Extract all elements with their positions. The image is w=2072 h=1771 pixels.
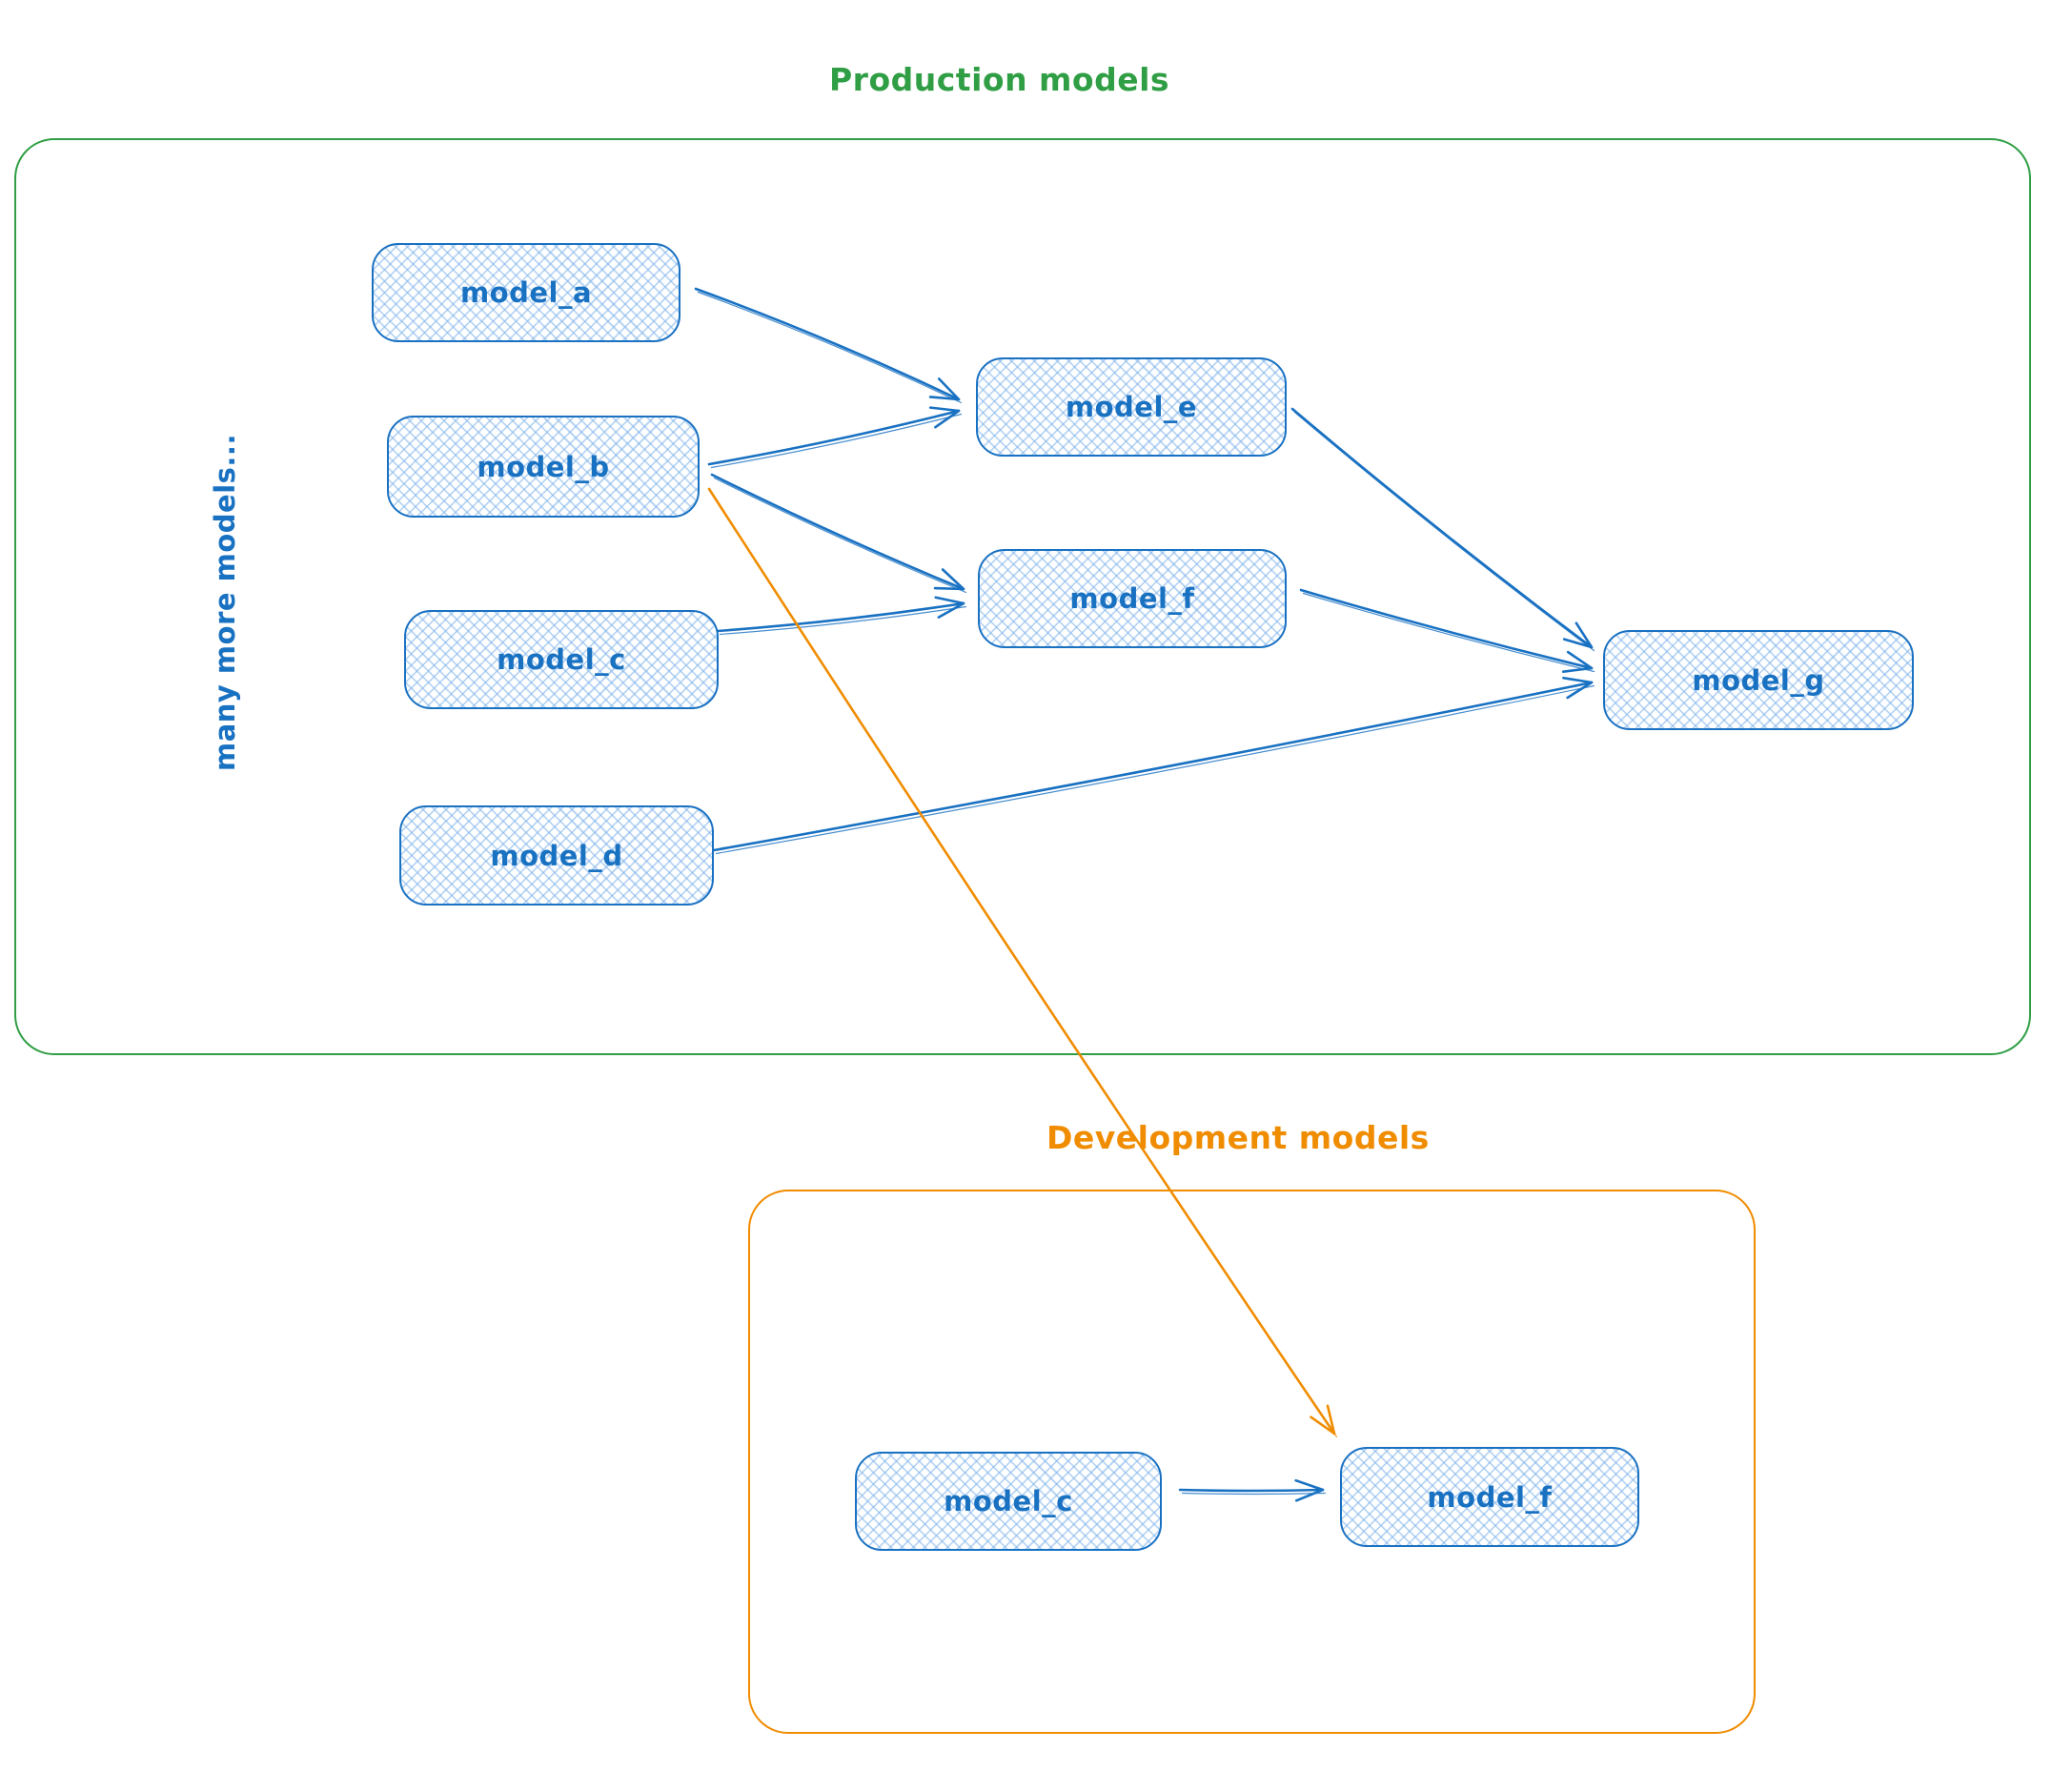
node-model-f: model_f <box>978 549 1287 648</box>
node-model-a-label: model_a <box>459 276 593 309</box>
node-model-b-label: model_b <box>477 450 610 483</box>
node-model-e: model_e <box>976 357 1287 457</box>
development-title: Development models <box>1046 1119 1430 1156</box>
production-title: Production models <box>829 61 1170 98</box>
node-model-e-label: model_e <box>1065 391 1198 423</box>
node-model-d: model_d <box>399 805 714 906</box>
node-model-g: model_g <box>1603 630 1914 730</box>
node-model-a: model_a <box>372 243 681 342</box>
many-more-models-note: many more models... <box>209 434 241 771</box>
node-dev-model-c: model_c <box>855 1452 1162 1551</box>
node-model-d-label: model_d <box>490 839 623 872</box>
node-dev-model-c-label: model_c <box>944 1485 1073 1517</box>
node-model-b: model_b <box>387 416 700 518</box>
node-model-c: model_c <box>404 610 719 709</box>
node-dev-model-f-label: model_f <box>1427 1480 1553 1514</box>
node-model-f-label: model_f <box>1069 582 1195 615</box>
node-model-g-label: model_g <box>1692 663 1825 697</box>
node-model-c-label: model_c <box>497 643 626 676</box>
node-dev-model-f: model_f <box>1340 1447 1639 1547</box>
